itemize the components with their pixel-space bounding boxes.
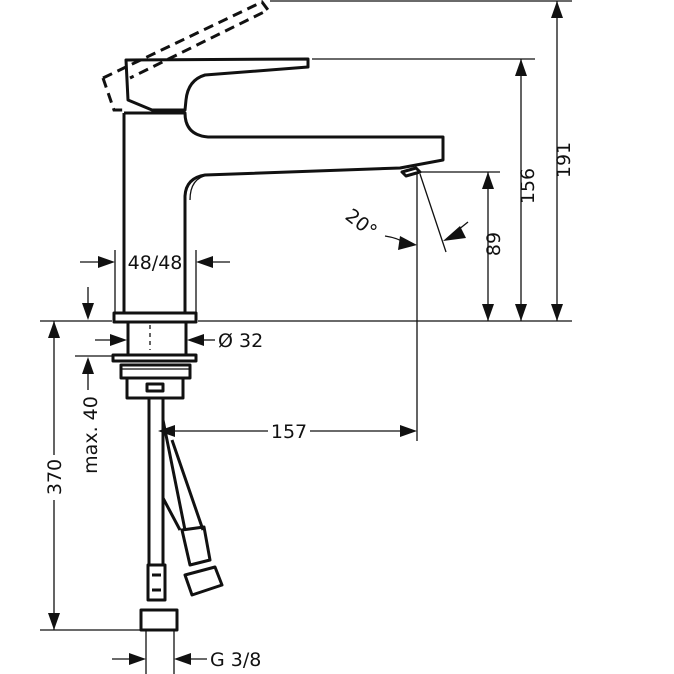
hose-sleeve <box>180 525 212 567</box>
shank <box>126 322 188 355</box>
supply-pipe <box>147 398 165 565</box>
flange <box>111 353 198 363</box>
base-plate <box>112 311 198 324</box>
dim-body-width: 48/48 <box>128 252 183 274</box>
faucet-body <box>122 111 445 313</box>
pipe-sleeve <box>146 563 167 602</box>
dim-spout-reach: 157 <box>271 421 307 443</box>
hose-fitting-nut <box>183 565 224 597</box>
mounting-assembly <box>111 322 224 632</box>
dim-hole-diameter: Ø 32 <box>218 330 263 352</box>
dim-spout-height: 89 <box>483 232 505 256</box>
dim-below-counter: 370 <box>44 459 66 495</box>
spout-highlight <box>189 174 209 201</box>
dim-spray-angle: 20° <box>341 205 381 243</box>
dimension-lines <box>40 0 572 674</box>
nut <box>119 363 192 380</box>
dim-max-counter: max. 40 <box>80 396 102 474</box>
lever-handle <box>124 57 310 112</box>
dim-handle-height: 156 <box>517 168 539 204</box>
pipe-fitting-nut <box>139 608 179 632</box>
screw <box>145 382 165 393</box>
lever-raised-position <box>101 0 271 112</box>
dim-total-height: 191 <box>553 142 575 178</box>
shank-lower <box>125 376 185 400</box>
faucet-outline <box>101 0 445 324</box>
dim-connection-thread: G 3/8 <box>210 649 261 671</box>
flex-hose <box>161 419 205 531</box>
